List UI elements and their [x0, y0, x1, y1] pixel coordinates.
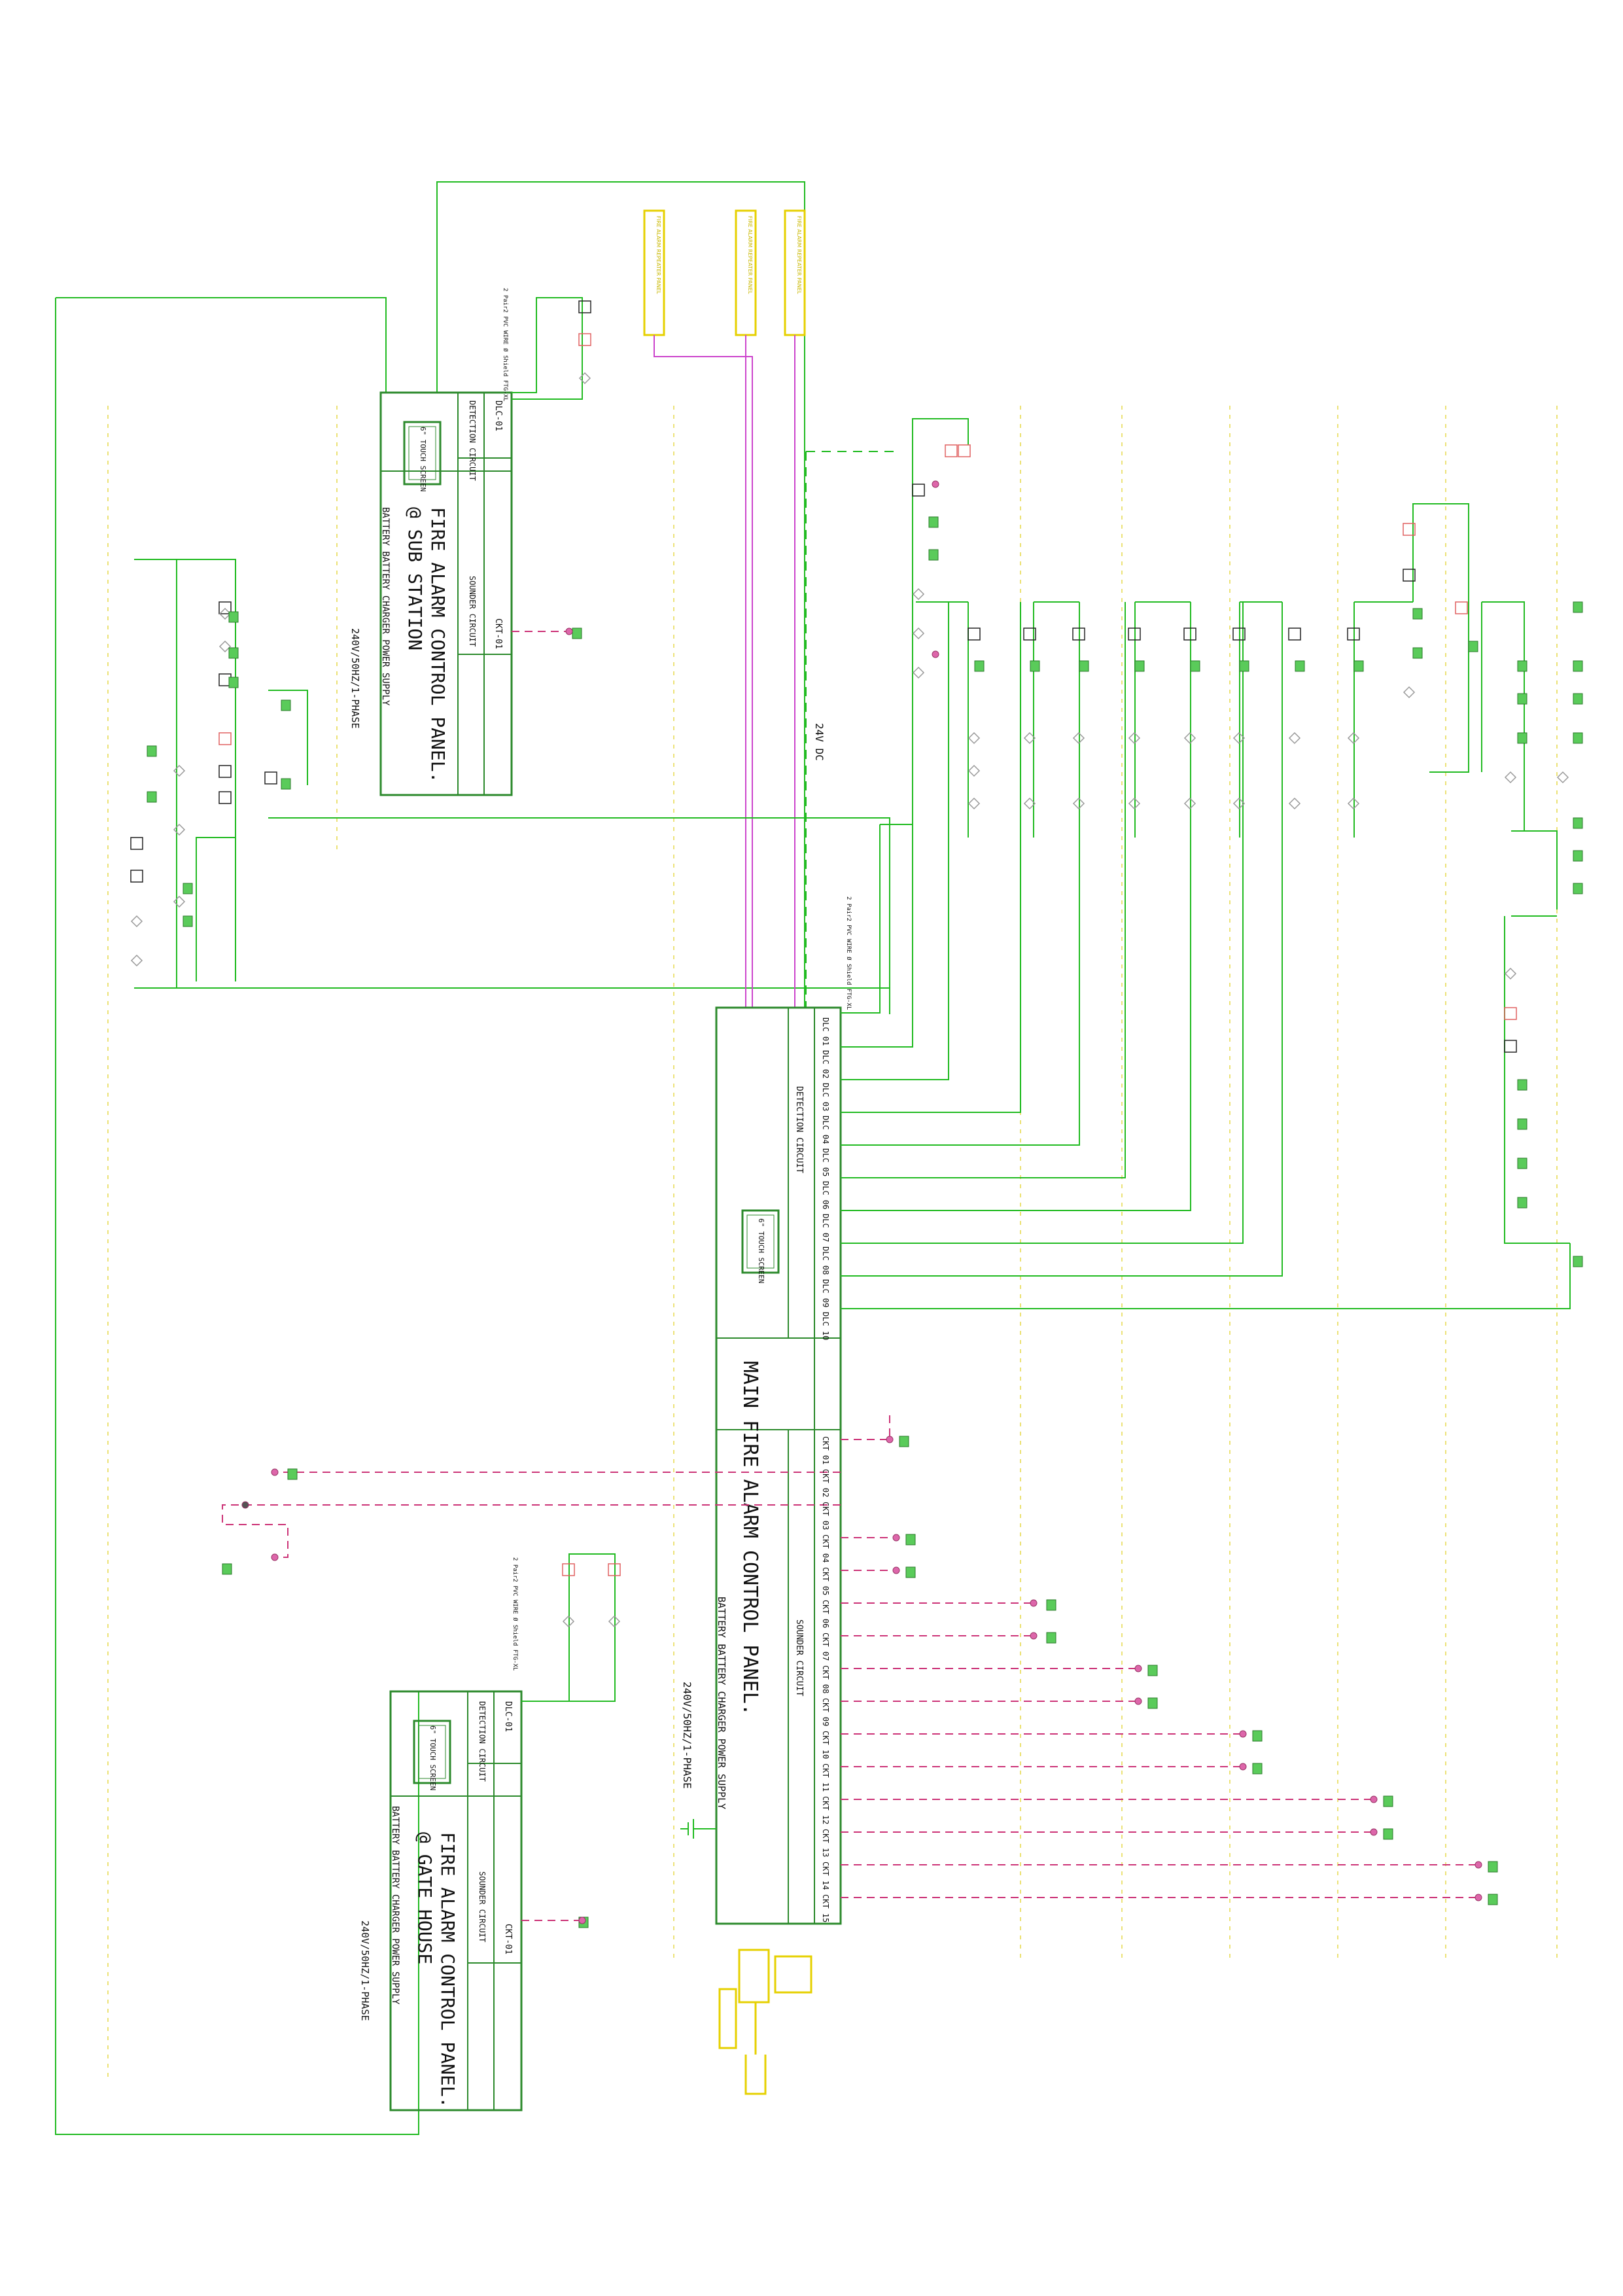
dc-bus-label: 24V DC — [813, 723, 826, 761]
repeater-label-3: FIRE ALARM REPEATER PANEL — [796, 216, 802, 294]
zone-guide-lines — [107, 406, 1558, 2081]
ckt-label-15: CKT 15 — [821, 1894, 830, 1922]
main-power-feed — [680, 1819, 716, 1839]
sub-detection-label: DETECTION CIRCUIT — [468, 400, 477, 481]
sub-ckt-label: CKT-01 — [493, 618, 503, 649]
sub-sounder-label: SOUNDER CIRCUIT — [468, 576, 477, 646]
repeater-panels: FIRE ALARM REPEATER PANEL FIRE ALARM REP… — [643, 209, 806, 336]
gate-touch-screen — [413, 1720, 451, 1784]
dlc-label-09: DLC 09 — [821, 1279, 830, 1307]
ckt-label-12: CKT 12 — [821, 1796, 830, 1824]
dlc-label-07: DLC 07 — [821, 1214, 830, 1242]
ckt-label-06: CKT 06 — [821, 1600, 830, 1628]
gate-power-label: 240V/50HZ/1-PHASE — [359, 1920, 371, 2021]
ckt-label-04: CKT 04 — [821, 1534, 830, 1563]
sub-screen-label: 6" TOUCH SCREEN — [419, 427, 427, 491]
dlc-label-03: DLC 03 — [821, 1083, 830, 1111]
dlc-label-06: DLC 06 — [821, 1181, 830, 1209]
gate-dlc-label: DLC-01 — [503, 1701, 513, 1732]
main-sounder-label: SOUNDER CIRCUIT — [794, 1619, 804, 1697]
cable-note-sub: 2 Pair2 PVC WIRE Ø Shield FTG-XL — [502, 288, 509, 401]
repeater-label-1: FIRE ALARM REPEATER PANEL — [655, 216, 661, 294]
ckt-label-07: CKT 07 — [821, 1633, 830, 1661]
sub-detection-loop — [134, 297, 890, 988]
repeater-feed-lines — [654, 335, 795, 1008]
dlc-label-01: DLC 01 — [821, 1017, 830, 1046]
dlc-label-04: DLC 04 — [821, 1116, 830, 1144]
dlc-label-10: DLC 10 — [821, 1312, 830, 1340]
device-tags — [147, 516, 1583, 1928]
ckt-label-08: CKT 08 — [821, 1665, 830, 1693]
main-control-panel: 6" TOUCH SCREEN MAIN FIRE ALARM CONTROL … — [681, 1006, 842, 1925]
sounder-circuits — [222, 631, 1478, 1921]
sounder-devices — [241, 480, 1482, 1924]
ckt-label-10: CKT 10 — [821, 1731, 830, 1759]
ckt-label-14: CKT 14 — [821, 1862, 830, 1890]
cable-note-gate: 2 Pair2 PVC WIRE Ø Shield FTG-XL — [512, 1557, 519, 1670]
ckt-label-13: CKT 13 — [821, 1829, 830, 1857]
gate-sounder-label: SOUNDER CIRCUIT — [478, 1871, 487, 1942]
dlc-port-labels: DLC 01 DLC 02 DLC 03 DLC 04 DLC 05 DLC 0… — [821, 1017, 830, 1340]
gate-screen-label: 6" TOUCH SCREEN — [428, 1725, 437, 1790]
dlc-label-05: DLC 05 — [821, 1148, 830, 1176]
main-battery-label: BATTERY BATTERY CHARGER POWER SUPPLY — [716, 1597, 727, 1809]
main-panel-title: MAIN FIRE ALARM CONTROL PANEL. — [739, 1361, 761, 1716]
detection-loops — [841, 602, 1571, 1309]
main-touch-screen — [741, 1209, 780, 1274]
sub-panel-title: FIRE ALARM CONTROL PANEL. — [427, 507, 449, 783]
main-detection-label: DETECTION CIRCUIT — [794, 1086, 804, 1173]
main-screen-label: 6" TOUCH SCREEN — [757, 1218, 765, 1283]
dlc-label-08: DLC 08 — [821, 1246, 830, 1275]
detection-devices — [130, 300, 1517, 1576]
sub-power-label: 240V/50HZ/1-PHASE — [349, 628, 361, 729]
ckt-label-09: CKT 09 — [821, 1698, 830, 1726]
repeater-label-2: FIRE ALARM REPEATER PANEL — [747, 216, 753, 294]
pc-workstation-icon — [718, 1949, 812, 2095]
gate-detection-label: DETECTION CIRCUIT — [478, 1701, 487, 1782]
gate-house-panel: 6" TOUCH SCREEN FIRE ALARM CONTROL PANEL… — [359, 1690, 523, 2111]
sub-dlc-label: DLC-01 — [493, 400, 503, 431]
gate-ckt-label: CKT-01 — [503, 1924, 513, 1954]
ckt-label-03: CKT 03 — [821, 1502, 830, 1530]
sub-battery-label: BATTERY BATTERY CHARGER POWER SUPPLY — [380, 507, 391, 706]
cable-note-main: 2 Pair2 PVC WIRE Ø Shield FTG-XL — [845, 896, 852, 1010]
ckt-label-01: CKT 01 — [821, 1436, 830, 1464]
gate-panel-subtitle: @ GATE HOUSE — [414, 1832, 436, 1964]
main-power-label: 240V/50HZ/1-PHASE — [681, 1682, 693, 1789]
sub-station-panel: 6" TOUCH SCREEN FIRE ALARM CONTROL PANEL… — [349, 391, 513, 796]
ckt-port-labels: CKT 01 CKT 02 CKT 03 CKT 04 CKT 05 CKT 0… — [821, 1436, 830, 1922]
ckt-label-02: CKT 02 — [821, 1469, 830, 1497]
sub-touch-screen — [403, 421, 442, 486]
diamond-detectors — [130, 372, 1569, 1628]
ckt-label-11: CKT 11 — [821, 1763, 830, 1792]
gate-detection-loop — [521, 1553, 616, 1702]
gate-panel-title: FIRE ALARM CONTROL PANEL. — [437, 1832, 459, 2108]
dlc-label-02: DLC 02 — [821, 1050, 830, 1078]
ckt-label-05: CKT 05 — [821, 1567, 830, 1595]
gate-battery-label: BATTERY BATTERY CHARGER POWER SUPPLY — [390, 1806, 400, 2005]
sub-panel-subtitle: @ SUB STATION — [404, 507, 426, 650]
detection-loop-returns — [880, 418, 1570, 1244]
